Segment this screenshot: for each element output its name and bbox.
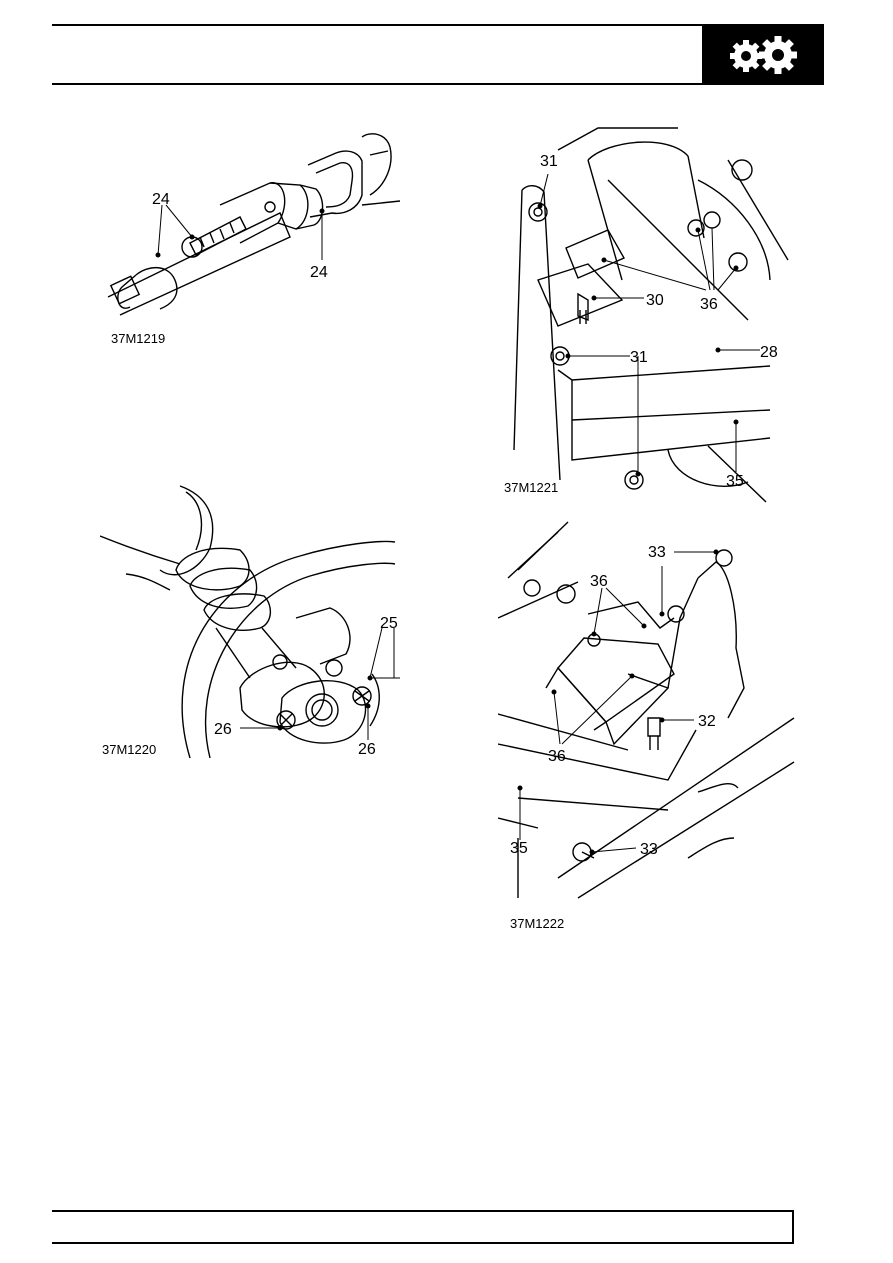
figure-3-callouts: 31 30 36 31 28 35 <box>540 153 778 490</box>
callout-33-bottom: 33 <box>640 841 658 858</box>
figure-37m1219: 24 24 37M1219 <box>100 125 410 355</box>
figure-2-callouts: 25 26 26 <box>214 615 398 758</box>
figure-code: 37M1219 <box>111 331 166 346</box>
section-icon-box <box>702 24 824 85</box>
figure-37m1221: 31 30 36 31 28 35 37M1221 <box>498 120 798 505</box>
figure-37m1220: 25 26 26 37M1220 <box>100 478 410 763</box>
figure-code: 37M1220 <box>102 742 157 757</box>
header-rule-bottom <box>52 83 702 85</box>
propshaft-flange-drawing <box>107 133 401 316</box>
callout-25: 25 <box>380 615 398 632</box>
callout-24-b: 24 <box>310 264 328 281</box>
callout-35: 35 <box>510 840 528 857</box>
figure-1-callouts: 24 24 <box>152 191 328 281</box>
footer-box <box>52 1210 794 1244</box>
callout-26-right: 26 <box>358 741 376 758</box>
callout-35: 35 <box>726 473 744 490</box>
callout-31-mid: 31 <box>630 349 648 366</box>
callout-28: 28 <box>760 344 778 361</box>
figure-4-callouts: 33 36 32 36 35 33 <box>510 544 716 858</box>
rear-propshaft-drawing <box>100 485 400 759</box>
callout-30: 30 <box>646 292 664 309</box>
callout-26-left: 26 <box>214 721 232 738</box>
callout-32: 32 <box>698 713 716 730</box>
mounting-bracket-drawing <box>498 521 795 899</box>
callout-24-a: 24 <box>152 191 170 208</box>
gears-icon <box>730 36 797 74</box>
callout-36-bottom: 36 <box>548 748 566 765</box>
header-rule-top <box>52 24 824 26</box>
figure-code: 37M1221 <box>504 480 559 495</box>
crossmember-mount-drawing <box>513 127 789 503</box>
callout-33-top: 33 <box>648 544 666 561</box>
figure-code: 37M1222 <box>510 916 565 931</box>
callout-36: 36 <box>700 296 718 313</box>
callout-36-top: 36 <box>590 573 608 590</box>
callout-31-top: 31 <box>540 153 558 170</box>
figure-37m1222: 33 36 32 36 35 33 37M1222 <box>498 518 798 938</box>
